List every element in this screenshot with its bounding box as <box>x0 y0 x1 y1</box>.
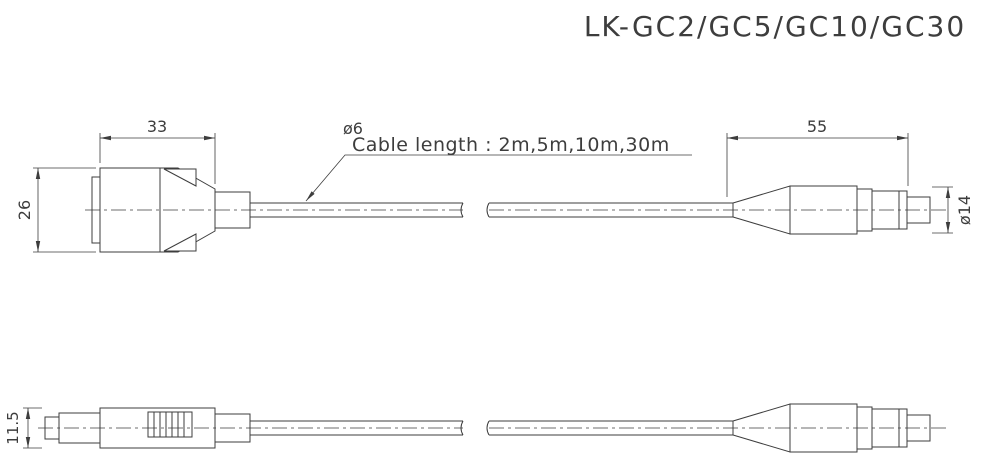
right-connector-plan <box>732 403 931 453</box>
extension-lines <box>932 186 953 234</box>
arrowhead <box>945 187 951 198</box>
dimension-dia14: ø14 <box>932 186 974 234</box>
cable-length-note: Cable length : 2m,5m,10m,30m <box>352 134 670 156</box>
drawing-title: LK-GC2/GC5/GC10/GC30 <box>584 10 966 43</box>
cable-lines <box>250 420 733 436</box>
grip-outline <box>147 411 193 438</box>
dimension-value: 33 <box>147 117 167 136</box>
dimension-33: 33 <box>99 117 216 184</box>
dimension-value: 55 <box>807 117 827 136</box>
dimension-value: 11.5 <box>4 411 22 444</box>
dimension-value: 26 <box>15 200 34 220</box>
cable-break-marks <box>460 202 490 218</box>
cable-callout: ø6 Cable length : 2m,5m,10m,30m <box>305 119 692 202</box>
plan-view: 11.5 <box>4 403 950 453</box>
extension-lines <box>33 167 96 253</box>
dimension-55: 55 <box>726 117 909 197</box>
connector-taper <box>159 167 216 253</box>
extension-lines <box>23 407 42 449</box>
arrowhead <box>35 241 41 252</box>
latch-bottom <box>163 233 197 252</box>
dimension-11-5: 11.5 <box>4 407 42 449</box>
latch-top <box>163 168 197 187</box>
latch-grip <box>147 411 193 438</box>
arrowhead <box>897 135 908 141</box>
dimension-value: ø14 <box>955 195 974 225</box>
arrowhead <box>100 135 111 141</box>
cable-diameter-label: ø6 <box>343 119 363 138</box>
arrowhead <box>945 222 951 233</box>
arrowhead <box>727 135 738 141</box>
dimension-26: 26 <box>15 167 96 253</box>
leader-line <box>305 154 692 202</box>
extension-lines <box>726 133 909 197</box>
arrowhead <box>204 135 215 141</box>
arrowhead <box>35 168 41 179</box>
side-view: 33 26 ø6 Cable length : 2m,5m,10m,30m 55 <box>15 117 974 253</box>
arrowhead <box>25 408 31 419</box>
arrowhead <box>306 191 315 201</box>
grip-ribs <box>153 412 185 437</box>
cable-break-marks <box>460 420 490 436</box>
arrowhead <box>25 437 31 448</box>
cable-lines <box>250 202 733 218</box>
